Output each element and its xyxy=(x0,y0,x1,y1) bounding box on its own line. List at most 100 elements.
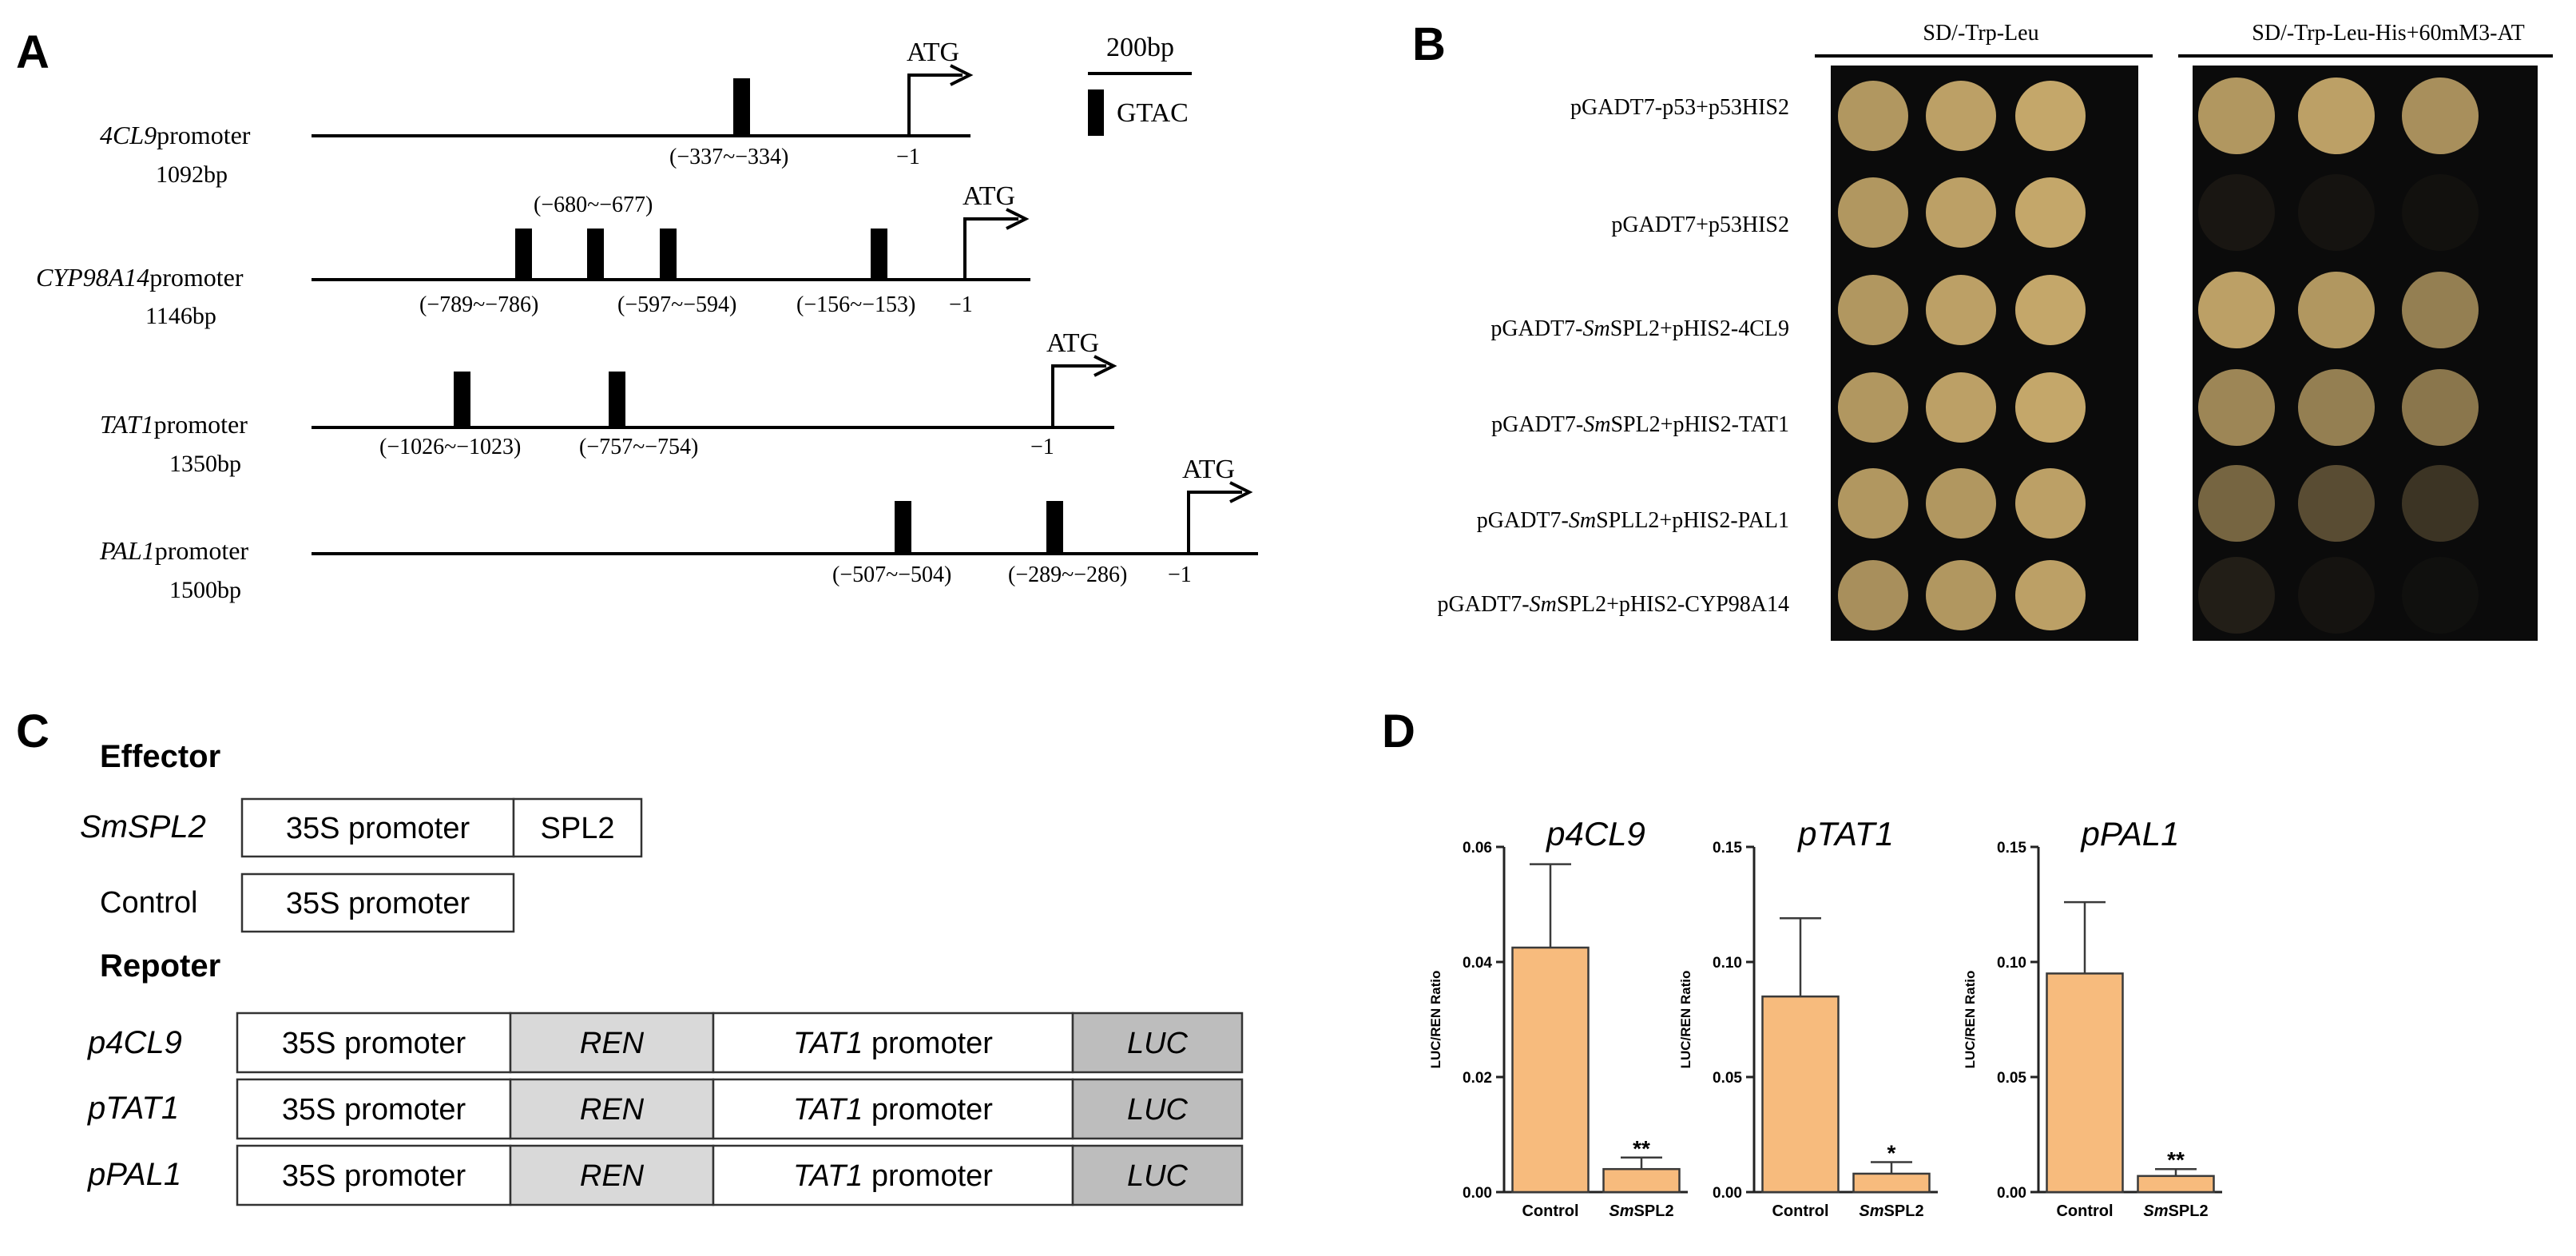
yeast-spot xyxy=(2198,272,2275,348)
y-axis-label: LUC/REN Ratio xyxy=(1678,971,1693,1069)
reporter-luc-box xyxy=(1071,1078,1244,1140)
effector-title: Effector xyxy=(100,739,220,774)
box-text: REN xyxy=(580,1159,645,1193)
yeast-spot xyxy=(2402,272,2479,348)
promoter-length: 1500bp xyxy=(169,577,241,603)
tss-arrow-head xyxy=(1229,481,1253,503)
yeast-spot xyxy=(2198,369,2275,446)
x-tick-label: Control xyxy=(2056,1202,2113,1220)
y-tick-label: 0.10 xyxy=(1997,955,2026,972)
gtac-site-marker xyxy=(660,229,677,280)
yeast-spot xyxy=(2198,174,2275,251)
site-position: (−680~−677) xyxy=(534,193,653,217)
y-tick-label: 0.10 xyxy=(1713,955,1742,972)
gtac-legend-label: GTAC xyxy=(1117,98,1189,128)
site-position: (−597~−594) xyxy=(617,292,736,317)
gtac-site-marker xyxy=(515,229,532,280)
panel-label-c: C xyxy=(16,706,50,757)
plate-title-sd-trp-leu: SD/-Trp-Leu xyxy=(1923,21,2038,46)
panel-a: A 200bp GTAC 4CL9promoter 1092bp (−337~−… xyxy=(16,26,1258,603)
yeast-spot xyxy=(1838,468,1908,539)
tss-label: −1 xyxy=(1168,562,1192,587)
yeast-spot xyxy=(1926,275,1996,345)
gtac-site-marker xyxy=(587,229,604,280)
promoter-name: PAL1promoter xyxy=(99,536,248,565)
yeast-spot xyxy=(2015,468,2086,539)
atg-label: ATG xyxy=(1182,455,1235,484)
gtac-site-marker xyxy=(871,229,887,280)
tss-label: −1 xyxy=(1030,435,1054,459)
gtac-site-marker xyxy=(733,78,750,136)
gtac-site-marker xyxy=(609,372,625,427)
panel-label-d: D xyxy=(1382,706,1415,757)
yeast-spot xyxy=(2015,275,2086,345)
reporter-ren-box xyxy=(509,1078,715,1140)
effector-35s-promoter-box xyxy=(240,797,515,858)
y-tick-label: 0.15 xyxy=(1997,840,2026,857)
promoter-length: 1092bp xyxy=(156,161,228,188)
box-text: 35S promoter xyxy=(286,812,470,845)
yeast-spot xyxy=(2198,465,2275,542)
effector-label-smspl2: SmSPL2 xyxy=(80,809,206,845)
yeast-spot xyxy=(1838,177,1908,248)
yeast-spot xyxy=(2298,78,2375,154)
yeast-spot xyxy=(2015,177,2086,248)
chart-title: pPAL1 xyxy=(2080,815,2180,853)
promoter-name: 4CL9promoter xyxy=(100,121,251,149)
x-tick-label: SmSPL2 xyxy=(1859,1202,1923,1220)
yeast-spot xyxy=(2402,174,2479,251)
significance-mark: ** xyxy=(1633,1136,1650,1161)
y2h-row-label: pGADT7+p53HIS2 xyxy=(1611,213,1789,237)
box-text: TAT1 promoter xyxy=(793,1159,993,1193)
y2h-row-label: pGADT7-p53+p53HIS2 xyxy=(1570,95,1789,120)
box-text: 35S promoter xyxy=(282,1159,466,1193)
reporter-luc-box xyxy=(1071,1012,1244,1074)
site-position: (−1026~−1023) xyxy=(379,435,521,459)
yeast-spot xyxy=(1838,81,1908,151)
promoter-pal1: PAL1promoter 1500bp (−507~−504) (−289~−2… xyxy=(99,455,1258,603)
yeast-spot xyxy=(1838,372,1908,443)
y-tick-label: 0.05 xyxy=(1713,1070,1742,1087)
yeast-spot xyxy=(1926,560,1996,630)
yeast-spot xyxy=(2402,557,2479,634)
panel-b: B SD/-Trp-Leu SD/-Trp-Leu-His+60mM3-AT p… xyxy=(1412,18,2553,641)
y-tick-label: 0.00 xyxy=(1997,1185,2026,1202)
yeast-colonies xyxy=(1838,78,2479,634)
yeast-spot xyxy=(2402,369,2479,446)
reporter-tat1-promoter-box xyxy=(712,1012,1074,1074)
panel-label-a: A xyxy=(16,26,50,78)
yeast-spot xyxy=(1926,468,1996,539)
box-text: SPL2 xyxy=(541,812,615,845)
reporter-35s-promoter-box xyxy=(236,1012,512,1074)
yeast-spot xyxy=(1926,81,1996,151)
y2h-row-label: pGADT7-SmSPL2+pHIS2-CYP98A14 xyxy=(1438,592,1790,617)
x-tick-label: SmSPL2 xyxy=(1609,1202,1673,1220)
tss-arrow-head xyxy=(1006,208,1030,230)
control-35s-promoter-box xyxy=(240,872,515,933)
promoter-length: 1146bp xyxy=(145,303,216,329)
atg-label: ATG xyxy=(1046,328,1099,358)
reporter-row-ptat1: pTAT1 35S promoter REN TAT1 promoter LUC xyxy=(87,1078,1244,1140)
promoter-tat1: TAT1promoter 1350bp (−1026~−1023) (−757~… xyxy=(100,328,1117,477)
bar xyxy=(2046,972,2124,1194)
y-axis-label: LUC/REN Ratio xyxy=(1428,971,1443,1069)
box-text: 35S promoter xyxy=(282,1027,466,1060)
y-tick-label: 0.06 xyxy=(1463,840,1492,857)
chart-title: pTAT1 xyxy=(1796,815,1894,853)
y2h-row-label: pGADT7-SmSPL2+pHIS2-TAT1 xyxy=(1491,412,1789,437)
y-tick-label: 0.05 xyxy=(1997,1070,2026,1087)
panel-label-b: B xyxy=(1412,18,1446,70)
site-position: (−757~−754) xyxy=(579,435,698,459)
y-tick-label: 0.04 xyxy=(1463,955,1492,972)
tss-arrow-head xyxy=(950,64,974,86)
yeast-spot xyxy=(2298,174,2375,251)
box-text: REN xyxy=(580,1093,645,1127)
reporter-35s-promoter-box xyxy=(236,1078,512,1140)
yeast-spot xyxy=(2198,557,2275,634)
box-text: TAT1 promoter xyxy=(793,1027,993,1060)
site-position: (−289~−286) xyxy=(1008,562,1127,587)
scale-bar-label: 200bp xyxy=(1106,33,1174,62)
box-text: 35S promoter xyxy=(286,887,470,920)
